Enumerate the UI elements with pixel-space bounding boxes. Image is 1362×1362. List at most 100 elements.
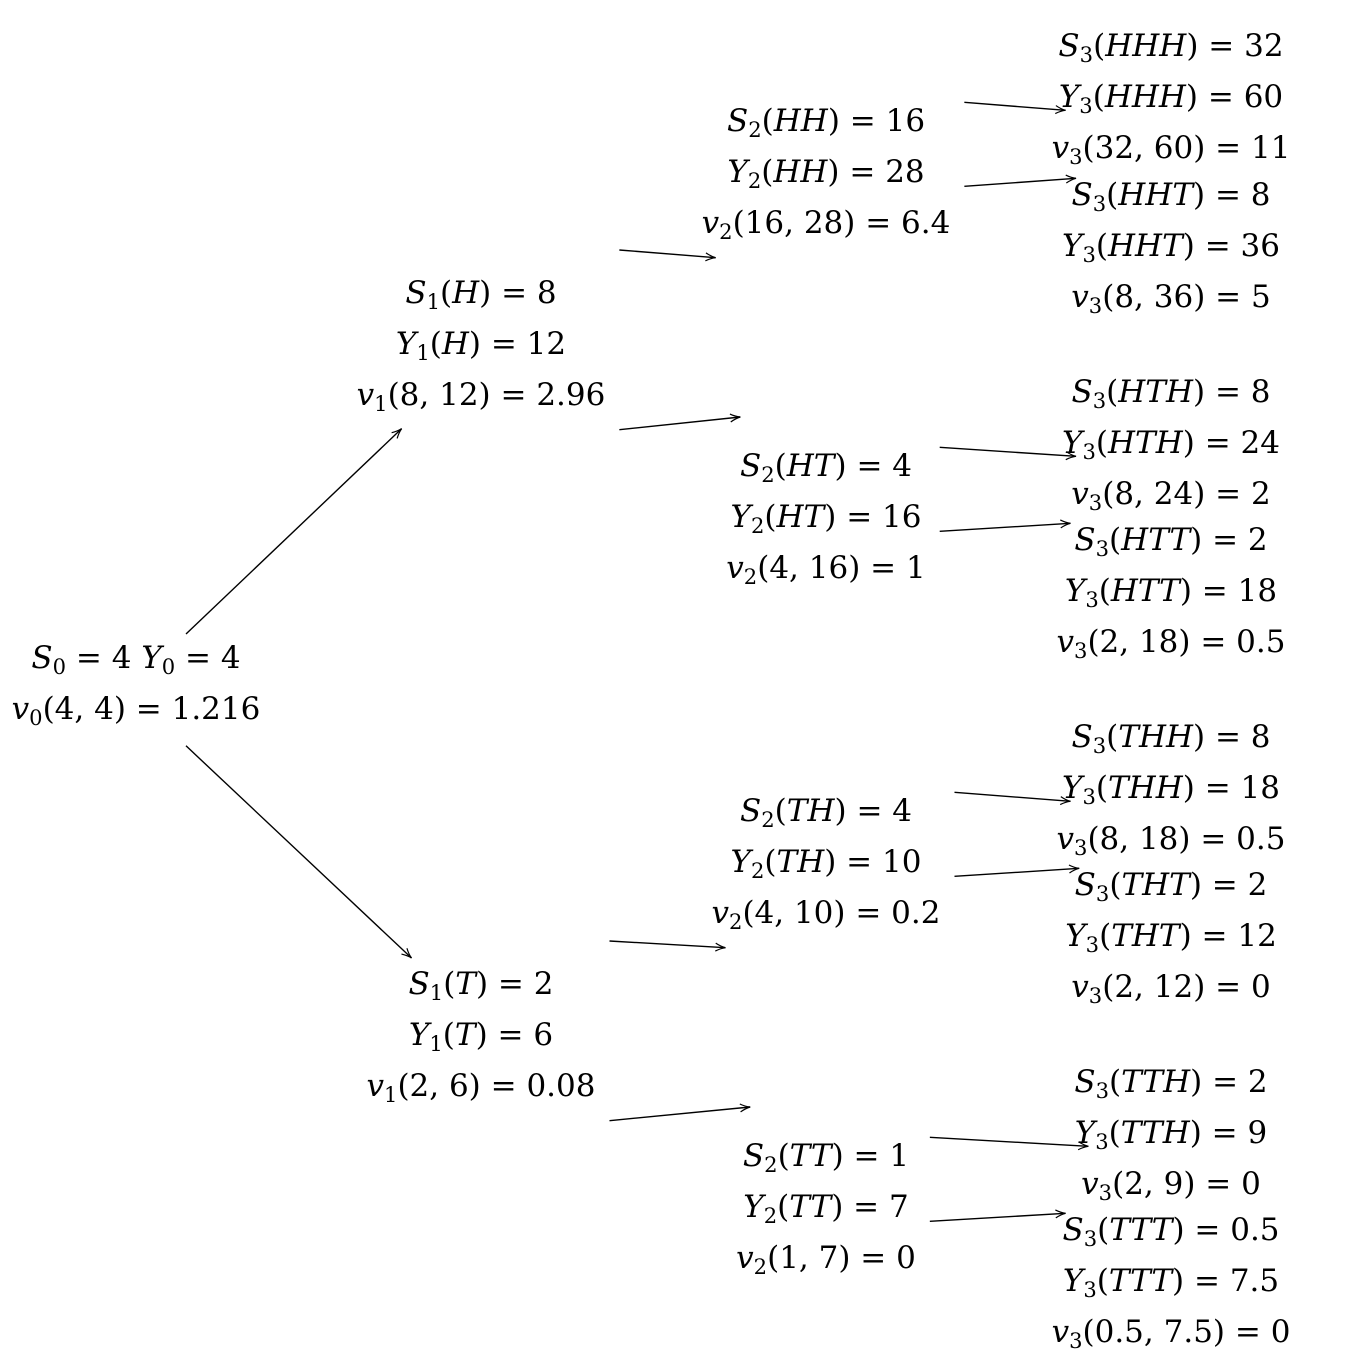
label-segment: (	[442, 1016, 455, 1053]
label-segment: (2, 12) = 0	[1102, 968, 1271, 1005]
label-segment: ) = 10	[824, 843, 922, 880]
node-h-line-v-value: v1(8, 12) = 2.96	[357, 374, 606, 425]
label-subscript: 3	[1092, 732, 1107, 758]
label-segment: THT	[1121, 867, 1190, 903]
label-segment: (	[1108, 1114, 1121, 1151]
label-segment: ) = 0.5	[1172, 1212, 1280, 1248]
label-subscript: 3	[1082, 438, 1096, 464]
node-ht-line-v-value: v2(4, 16) = 1	[726, 547, 925, 598]
label-segment: = 4	[175, 640, 241, 676]
arrow-hh-to-hhh	[964, 101, 1066, 115]
node-tht-line-y-value: Y3(THT) = 12	[1065, 915, 1277, 966]
label-segment: (	[440, 275, 453, 311]
node-root-line-sy-values: S0 = 4 Y0 = 4	[12, 637, 261, 688]
label-subscript: 1	[429, 979, 444, 1005]
label-segment: Y	[730, 843, 751, 880]
label-segment: ) = 1	[831, 1138, 910, 1174]
label-subscript: 3	[1088, 489, 1103, 515]
label-segment: (	[1095, 769, 1108, 806]
node-hhh-line-v-value: v3(32, 60) = 11	[1052, 127, 1291, 178]
label-segment: (	[774, 448, 787, 484]
label-segment: S	[740, 793, 762, 829]
label-segment: H	[441, 325, 469, 362]
label-segment: v	[1071, 278, 1089, 315]
node-h-line-y-value: Y1(H) = 12	[357, 323, 606, 374]
label-segment: v	[366, 1067, 385, 1104]
label-segment: (	[443, 966, 456, 1002]
node-thh-line-v-value: v3(8, 18) = 0.5	[1057, 818, 1286, 869]
label-subscript: 1	[426, 288, 440, 314]
label-subscript: 3	[1095, 880, 1110, 906]
label-segment: (2, 9) = 0	[1112, 1165, 1261, 1202]
label-segment: (	[764, 843, 777, 880]
label-subscript: 3	[1083, 1276, 1097, 1302]
node-hhh-line-s-value: S3(HHH) = 32	[1052, 25, 1291, 76]
label-subscript: 2	[748, 116, 762, 142]
node-htt-line-y-value: Y3(HTT) = 18	[1057, 570, 1286, 621]
label-segment: T	[455, 966, 476, 1002]
label-subscript: 3	[1092, 387, 1107, 413]
label-segment: (	[1109, 522, 1122, 558]
node-hh-line-s-value: S2(HH) = 16	[702, 100, 951, 151]
label-segment: (2, 6) = 0.08	[397, 1067, 596, 1104]
label-subscript: 3	[1085, 931, 1100, 957]
label-subscript: 3	[1085, 586, 1099, 612]
arrow-ht-to-htt	[939, 519, 1071, 533]
label-segment: (8, 36) = 5	[1102, 278, 1271, 315]
label-subscript: 0	[29, 704, 43, 730]
label-segment: (	[764, 498, 777, 535]
label-segment: (	[1109, 1064, 1122, 1100]
label-segment: ) = 8	[1193, 374, 1271, 410]
node-ht-line-s-value: S2(HT) = 4	[726, 445, 925, 496]
node-hh-line-y-value: Y2(HH) = 28	[702, 151, 951, 202]
label-segment: S	[726, 103, 749, 139]
label-segment: v	[11, 690, 30, 727]
label-segment: (	[1106, 177, 1119, 213]
label-segment: ) = 12	[468, 325, 567, 362]
label-segment: HHH	[1105, 28, 1187, 64]
arrow-hh-to-hht	[964, 174, 1077, 188]
label-segment: (	[1095, 227, 1109, 264]
label-segment: v	[1056, 623, 1075, 660]
label-segment: H	[452, 275, 480, 311]
label-segment: Y	[1062, 1262, 1084, 1299]
label-subscript: 1	[374, 390, 388, 416]
label-subscript: 2	[761, 461, 775, 487]
label-segment: (0.5, 7.5) = 0	[1082, 1313, 1291, 1350]
label-subscript: 1	[429, 1030, 443, 1056]
label-segment: v	[1051, 129, 1070, 166]
label-segment: Y	[727, 153, 748, 190]
label-segment: ) = 9	[1189, 1114, 1268, 1151]
label-segment: Y	[1062, 424, 1083, 461]
label-subscript: 2	[750, 512, 765, 538]
label-segment: ) = 60	[1185, 78, 1284, 115]
node-h-line-s-value: S1(H) = 8	[357, 272, 606, 323]
label-segment: (	[429, 325, 442, 362]
label-subscript: 3	[1095, 1128, 1109, 1154]
label-segment: v	[701, 204, 720, 241]
node-tt-line-s-value: S2(TT) = 1	[736, 1135, 916, 1186]
label-segment: v	[711, 894, 730, 931]
arrow-t-to-th	[609, 940, 726, 952]
label-segment: (	[1093, 28, 1106, 64]
arrow-ht-to-hth	[939, 446, 1077, 461]
label-segment: (	[774, 793, 787, 829]
label-segment: Y	[743, 1188, 764, 1225]
label-segment: (4, 16) = 1	[757, 549, 926, 586]
label-segment: ) = 4	[834, 793, 913, 829]
label-subscript: 3	[1095, 1077, 1110, 1103]
label-segment: S	[1071, 177, 1093, 213]
label-segment: S	[1062, 1212, 1084, 1248]
label-segment: S	[1074, 867, 1096, 903]
node-t-line-s-value: S1(T) = 2	[367, 963, 596, 1014]
label-segment: = 4	[66, 640, 142, 676]
label-segment: ) = 2	[1190, 522, 1268, 558]
node-ttt-line-v-value: v3(0.5, 7.5) = 0	[1052, 1311, 1291, 1362]
node-tht-line-s-value: S3(THT) = 2	[1065, 864, 1277, 915]
label-segment: Y	[1065, 917, 1086, 954]
label-segment: HT	[786, 448, 835, 484]
